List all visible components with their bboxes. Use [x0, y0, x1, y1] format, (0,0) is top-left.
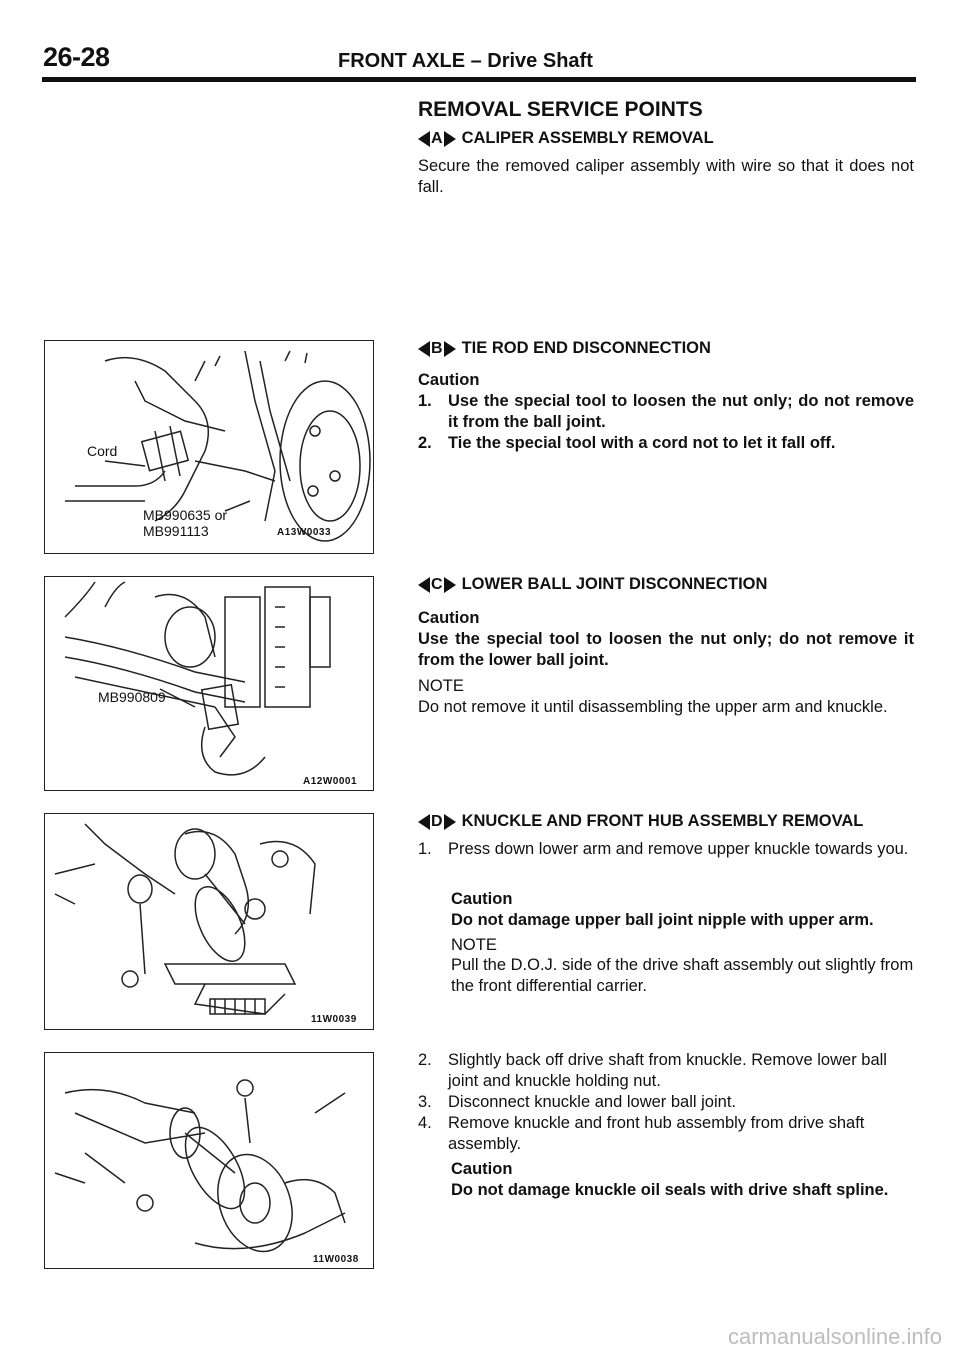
step-c-note-text: Do not remove it until disassembling the…	[418, 698, 888, 716]
step-d-caution2-label: Caution	[451, 1160, 513, 1178]
figure-label-tool-2: MB991113	[143, 523, 209, 539]
step-c-marker: C	[418, 576, 456, 594]
list-item: 1. Press down lower arm and remove upper…	[418, 839, 914, 860]
step-d-heading: D KNUCKLE AND FRONT HUB ASSEMBLY REMOVAL	[418, 812, 863, 831]
step-d-item-1: 1. Press down lower arm and remove upper…	[418, 839, 914, 860]
step-c-caution-text: Use the special tool to loosen the nut o…	[418, 630, 914, 669]
list-item-text: Remove knuckle and front hub assembly fr…	[448, 1114, 865, 1153]
step-c-title: LOWER BALL JOINT DISCONNECTION	[461, 575, 768, 593]
figure-label-tool: MB990809	[98, 689, 166, 705]
figure-knuckle-removal: 11W0038	[44, 1052, 374, 1269]
list-item: 3. Disconnect knuckle and lower ball joi…	[418, 1092, 914, 1113]
section-title: REMOVAL SERVICE POINTS	[418, 98, 703, 121]
list-item: 1. Use the special tool to loosen the nu…	[418, 391, 914, 433]
step-b-caution-label: Caution	[418, 371, 480, 389]
step-b-title: TIE ROD END DISCONNECTION	[461, 339, 711, 357]
step-c-note-label: NOTE	[418, 677, 464, 695]
step-d-note-text: Pull the D.O.J. side of the drive shaft …	[451, 956, 914, 995]
list-item-number: 1.	[418, 840, 432, 858]
list-item-number: 4.	[418, 1114, 432, 1132]
tie-rod-end-illustration	[65, 350, 371, 542]
lower-ball-joint-illustration	[64, 581, 331, 776]
step-a-heading: A CALIPER ASSEMBLY REMOVAL	[418, 129, 714, 148]
list-item-text: Use the special tool to loosen the nut o…	[448, 392, 914, 431]
list-item-text: Press down lower arm and remove upper kn…	[448, 840, 909, 858]
figure-label-tool-1: MB990635 or	[143, 507, 228, 523]
step-d-title: KNUCKLE AND FRONT HUB ASSEMBLY REMOVAL	[461, 812, 864, 830]
step-d-letter: D	[431, 812, 443, 830]
list-item-text: Slightly back off drive shaft from knuck…	[448, 1051, 887, 1090]
header-rule	[42, 77, 916, 82]
list-item-text: Tie the special tool with a cord not to …	[448, 434, 836, 452]
step-a-title: CALIPER ASSEMBLY REMOVAL	[461, 129, 714, 147]
figure-code: 11W0038	[313, 1254, 359, 1265]
page-header-title: FRONT AXLE – Drive Shaft	[338, 50, 593, 72]
step-b-marker: B	[418, 340, 456, 358]
step-c-heading: C LOWER BALL JOINT DISCONNECTION	[418, 575, 767, 594]
list-item: 2. Tie the special tool with a cord not …	[418, 433, 914, 454]
knuckle-press-illustration	[54, 823, 316, 1015]
figure-knuckle-press: 11W0039	[44, 813, 374, 1030]
page-number: 26-28	[43, 42, 110, 72]
list-item: 4. Remove knuckle and front hub assembly…	[418, 1113, 914, 1155]
step-d-note-label: NOTE	[451, 936, 497, 954]
figure-code: A12W0001	[303, 776, 358, 787]
figure-code: 11W0039	[311, 1014, 357, 1025]
step-d-caution2-text: Do not damage knuckle oil seals with dri…	[451, 1181, 889, 1199]
list-item-number: 2.	[418, 1051, 432, 1069]
list-item: 2. Slightly back off drive shaft from kn…	[418, 1050, 914, 1092]
watermark: carmanualsonline.info	[727, 1324, 942, 1349]
list-item-number: 1.	[418, 392, 432, 410]
figure-label-cord: Cord	[87, 443, 118, 459]
step-a-letter: A	[431, 129, 443, 147]
step-a-marker: A	[418, 130, 456, 148]
step-b-letter: B	[431, 339, 443, 357]
step-c-caution-label: Caution	[418, 609, 480, 627]
step-b-heading: B TIE ROD END DISCONNECTION	[418, 339, 711, 358]
step-d-marker: D	[418, 813, 456, 831]
figure-tie-rod-end: Cord MB990635 or MB991113 A13W0033	[44, 340, 374, 554]
step-d-caution-label: Caution	[451, 890, 513, 908]
step-d-list: 2. Slightly back off drive shaft from kn…	[418, 1050, 914, 1155]
knuckle-removal-illustration	[54, 1079, 346, 1253]
list-item-text: Disconnect knuckle and lower ball joint.	[448, 1093, 736, 1111]
figure-code: A13W0033	[277, 527, 332, 538]
step-b-list: 1. Use the special tool to loosen the nu…	[418, 391, 914, 454]
step-c-letter: C	[431, 575, 443, 593]
figure-lower-ball-joint: MB990809 A12W0001	[44, 576, 374, 791]
list-item-number: 2.	[418, 434, 432, 452]
step-d-caution-text: Do not damage upper ball joint nipple wi…	[451, 911, 874, 929]
step-a-text: Secure the removed caliper assembly with…	[418, 157, 914, 196]
list-item-number: 3.	[418, 1093, 432, 1111]
